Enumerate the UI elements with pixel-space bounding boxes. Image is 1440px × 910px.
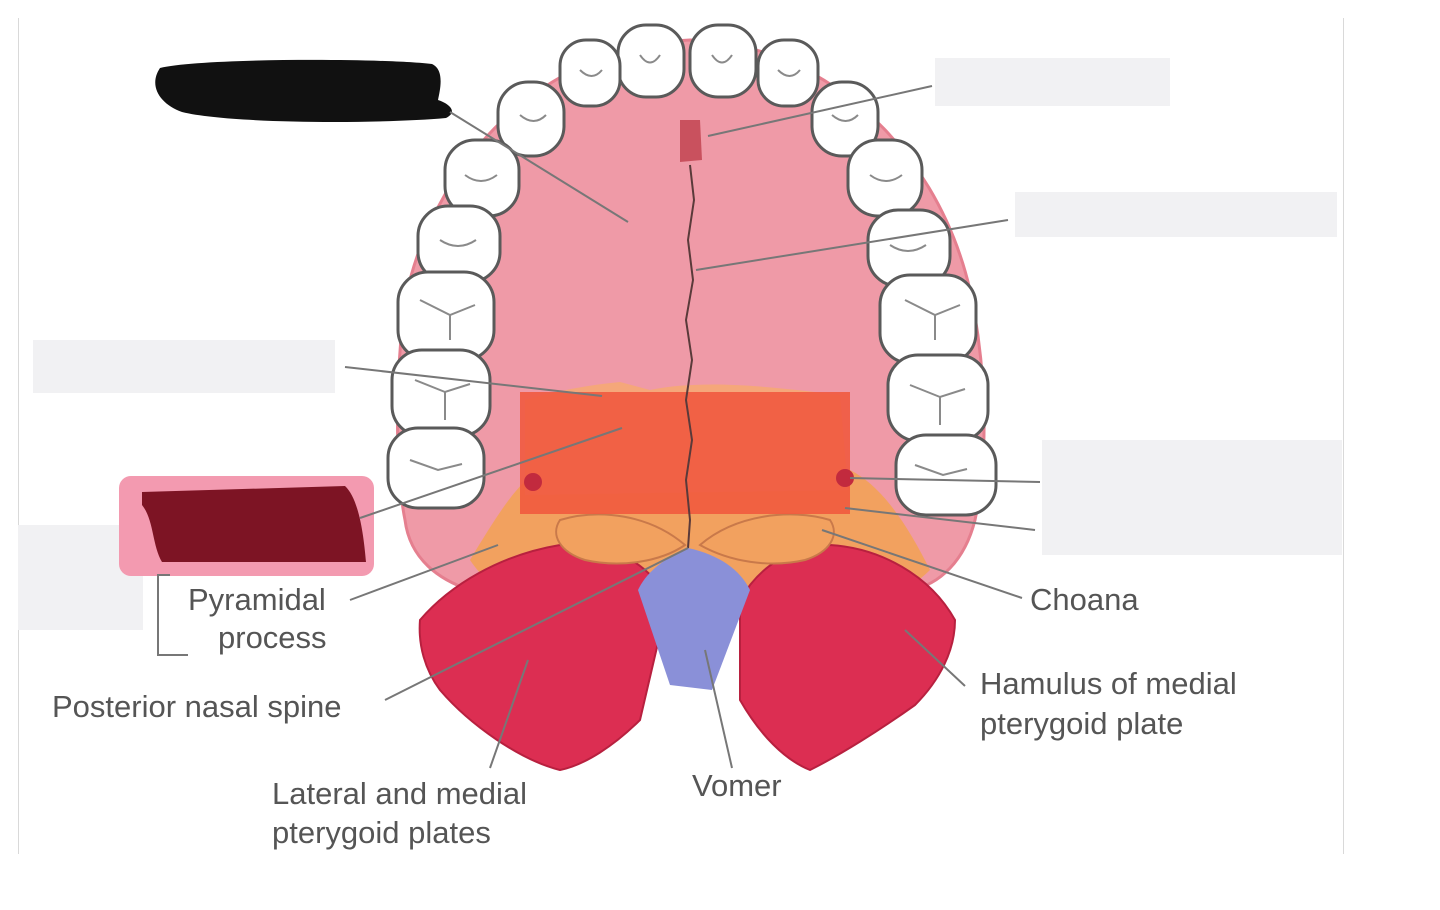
redaction-maroon-scribble (142, 486, 366, 562)
incisive-fossa (680, 120, 702, 162)
greater-palatine-foramen-left (524, 473, 542, 491)
tooth-molar-1-right (880, 275, 976, 363)
tooth-central-incisor-right (690, 25, 756, 97)
bracket-pyramidal (158, 575, 188, 655)
blank-label-box-top-right[interactable] (935, 58, 1170, 106)
horizontal-plate-highlight (520, 392, 850, 514)
label-vomer: Vomer (692, 768, 782, 803)
label-hamulus-line1: Hamulus of medial (980, 666, 1237, 701)
label-pterygoid-plates-line2: pterygoid plates (272, 815, 491, 850)
label-choana: Choana (1030, 582, 1139, 617)
label-posterior-nasal-spine: Posterior nasal spine (52, 689, 342, 724)
label-pyramidal-process-line2: process (218, 620, 327, 655)
redaction-black-scribble (155, 60, 452, 122)
blank-label-box-right-lower[interactable] (1042, 440, 1342, 555)
tooth-lateral-incisor-right (758, 40, 818, 106)
label-pyramidal-process-line1: Pyramidal (188, 582, 326, 617)
tooth-molar-2-left (392, 350, 490, 436)
blank-label-box-left-mid[interactable] (33, 340, 335, 393)
tooth-molar-1-left (398, 272, 494, 360)
tooth-lateral-incisor-left (560, 40, 620, 106)
label-hamulus-line2: pterygoid plate (980, 706, 1183, 741)
tooth-premolar-1-right (848, 140, 922, 216)
tooth-molar-2-right (888, 355, 988, 441)
vomer (638, 548, 750, 690)
tooth-molar-3-left (388, 428, 484, 508)
blank-label-box-right-mid[interactable] (1015, 192, 1337, 237)
tooth-central-incisor-left (618, 25, 684, 97)
label-pterygoid-plates-line1: Lateral and medial (272, 776, 527, 811)
